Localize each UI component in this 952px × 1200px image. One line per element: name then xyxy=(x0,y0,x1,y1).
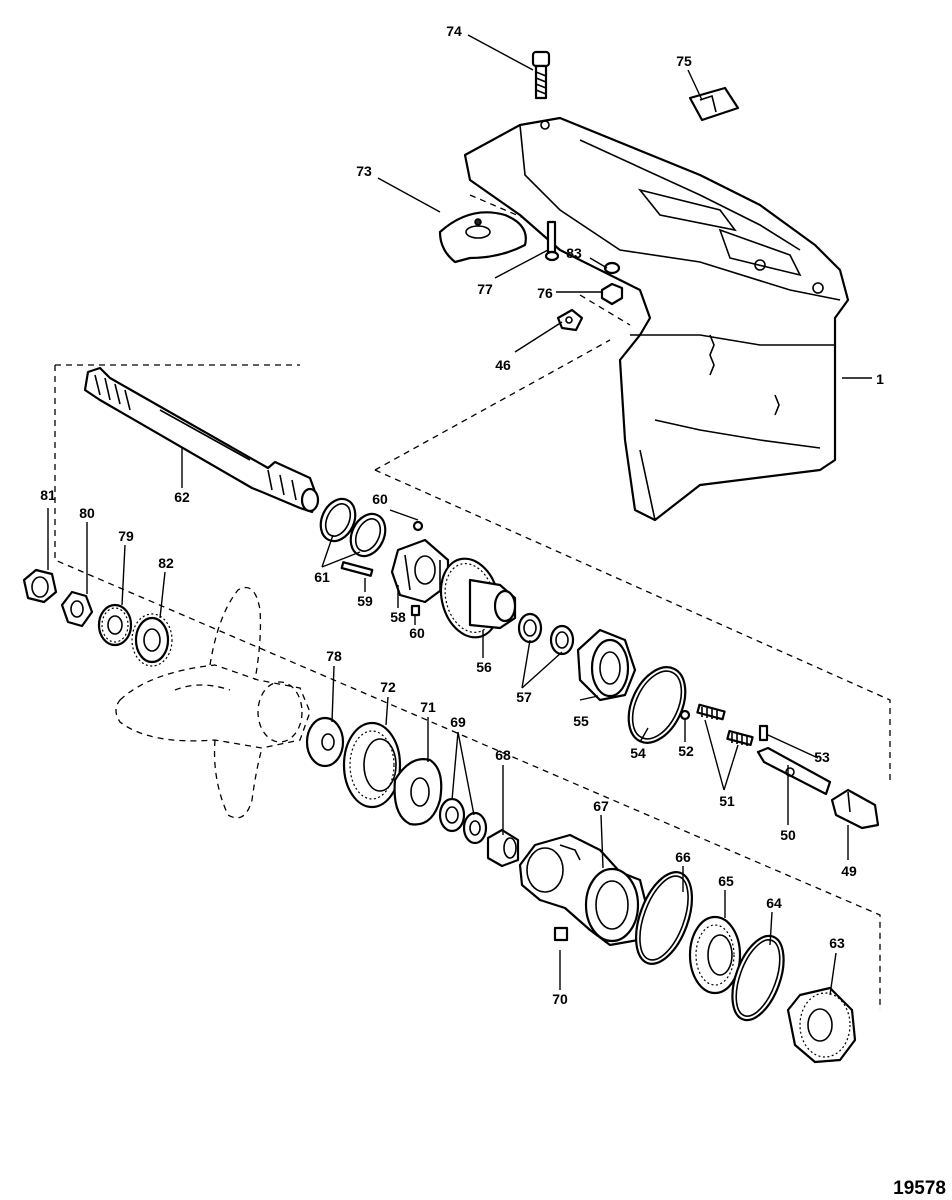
part-59-pin xyxy=(340,561,374,577)
part-74-bolt xyxy=(531,50,551,100)
figure-number: 19578 xyxy=(893,1178,946,1199)
gear-housing xyxy=(463,116,850,522)
part-69-seals xyxy=(438,797,488,845)
part-83-washer xyxy=(603,261,621,275)
part-77-screw xyxy=(544,220,560,262)
part-49-cam xyxy=(830,788,880,830)
callout-57: 57 xyxy=(516,689,532,705)
part-56-forward-gear xyxy=(439,557,517,639)
callout-70: 70 xyxy=(552,991,568,1007)
callout-52: 52 xyxy=(678,743,694,759)
part-58-clutch xyxy=(390,538,450,604)
part-51-springs xyxy=(696,703,754,747)
part-75-bracket xyxy=(688,86,740,122)
callout-76: 76 xyxy=(537,285,553,301)
callout-49: 49 xyxy=(841,863,857,879)
callout-74: 74 xyxy=(446,23,462,39)
callout-79: 79 xyxy=(118,528,134,544)
callout-63: 63 xyxy=(829,935,845,951)
part-79-spline-washer xyxy=(97,603,133,647)
callout-54: 54 xyxy=(630,745,646,761)
part-76-nut xyxy=(600,282,624,306)
callout-78: 78 xyxy=(326,648,342,664)
callout-66: 66 xyxy=(675,849,691,865)
callout-67: 67 xyxy=(593,798,609,814)
part-78-thrust-washer xyxy=(305,716,345,768)
callout-1: 1 xyxy=(876,371,884,387)
callout-55: 55 xyxy=(573,713,589,729)
part-63-reverse-gear xyxy=(786,986,857,1064)
callout-60b: 60 xyxy=(409,625,425,641)
assembly-guide-lines xyxy=(54,194,891,1010)
part-68-needle-bearing xyxy=(486,828,520,868)
callout-60a: 60 xyxy=(372,491,388,507)
callout-53: 53 xyxy=(814,749,830,765)
callout-81: 81 xyxy=(40,487,56,503)
part-55-bearing-cup xyxy=(576,628,637,702)
callout-50: 50 xyxy=(780,827,796,843)
callout-62: 62 xyxy=(174,489,190,505)
callout-82: 82 xyxy=(158,555,174,571)
part-72-roller-bearing xyxy=(342,721,402,809)
part-64-shim xyxy=(731,934,785,1022)
callout-75: 75 xyxy=(676,53,692,69)
part-80-tab-washer xyxy=(60,590,94,628)
callout-73: 73 xyxy=(356,163,372,179)
callout-46: 46 xyxy=(495,357,511,373)
callout-64: 64 xyxy=(766,895,782,911)
part-61-rings xyxy=(319,497,387,558)
callout-77: 77 xyxy=(477,281,493,297)
part-70-key xyxy=(553,926,569,942)
propeller-phantom xyxy=(115,586,311,819)
callout-72: 72 xyxy=(380,679,396,695)
callout-65: 65 xyxy=(718,873,734,889)
callout-83: 83 xyxy=(566,245,582,261)
part-50-cam-follower xyxy=(756,746,832,796)
leader-lines xyxy=(47,34,872,996)
callout-69: 69 xyxy=(450,714,466,730)
part-81-nut xyxy=(22,568,58,604)
part-65-ball-bearing xyxy=(688,915,742,995)
callout-68: 68 xyxy=(495,747,511,763)
part-73-trim-tab xyxy=(438,211,527,264)
part-67-bearing-carrier xyxy=(518,833,650,947)
part-82-retainer xyxy=(131,613,173,667)
part-62-propeller-shaft xyxy=(83,366,320,514)
part-66-o-ring xyxy=(635,871,693,965)
callout-59: 59 xyxy=(357,593,373,609)
part-46-anode xyxy=(556,308,584,332)
callout-51: 51 xyxy=(719,793,735,809)
callout-80: 80 xyxy=(79,505,95,521)
callout-58: 58 xyxy=(390,609,406,625)
callout-56: 56 xyxy=(476,659,492,675)
part-57-bearings xyxy=(517,612,575,656)
part-52-ball xyxy=(679,709,691,721)
callout-71: 71 xyxy=(420,699,436,715)
part-53-pin xyxy=(758,724,769,742)
callout-labels: 1 74 75 73 77 83 76 46 62 60 61 59 58 60… xyxy=(40,23,884,1007)
part-71-tab-washer xyxy=(393,758,443,826)
callout-61: 61 xyxy=(314,569,330,585)
